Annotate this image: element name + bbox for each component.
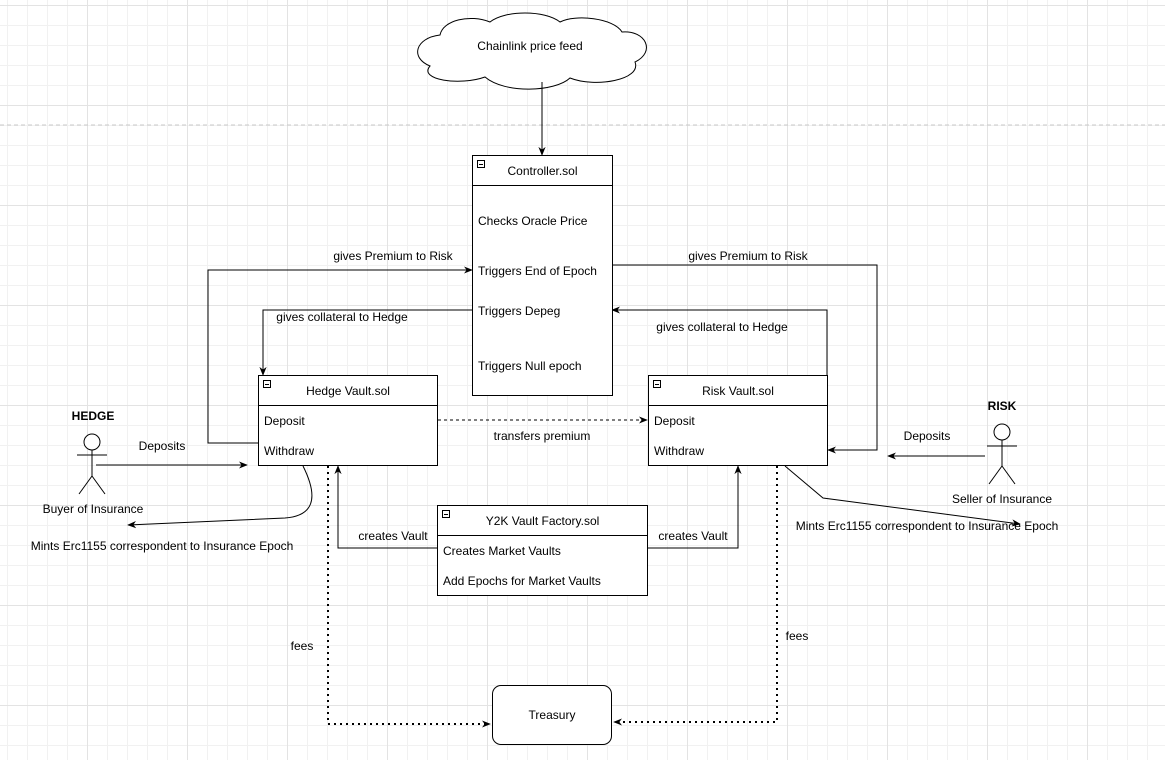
collapse-icon[interactable] xyxy=(653,380,661,388)
controller-row: Triggers Null epoch xyxy=(478,359,582,373)
controller-row: Checks Oracle Price xyxy=(478,214,588,228)
treasury-box[interactable]: Treasury xyxy=(492,685,612,745)
controller-row: Triggers End of Epoch xyxy=(478,264,597,278)
hedge-collateral-label: gives collateral to Hedge xyxy=(276,310,408,324)
hedge-premium-label: gives Premium to Risk xyxy=(333,249,453,263)
controller-box[interactable]: Controller.sol Checks Oracle Price Trigg… xyxy=(472,155,613,396)
factory-title: Y2K Vault Factory.sol xyxy=(485,513,600,528)
transfers-premium-label: transfers premium xyxy=(493,429,591,443)
hedge-create-vault-arrow xyxy=(334,465,437,549)
collapse-icon[interactable] xyxy=(477,160,485,168)
hedge-vault-row: Deposit xyxy=(264,414,305,428)
factory-header: Y2K Vault Factory.sol xyxy=(438,506,647,536)
risk-creates-vault-label: creates Vault xyxy=(658,529,728,543)
risk-premium-label: gives Premium to Risk xyxy=(688,249,808,263)
risk-actor-figure xyxy=(987,423,1017,485)
risk-collateral-arrow xyxy=(611,306,828,375)
hedge-deposits-label: Deposits xyxy=(138,439,186,453)
hedge-vault-title: Hedge Vault.sol xyxy=(306,383,390,398)
hedge-vault-row: Withdraw xyxy=(264,444,315,458)
controller-header: Controller.sol xyxy=(473,156,612,186)
risk-mints-label: Mints Erc1155 correspondent to Insurance… xyxy=(795,519,1059,533)
hedge-vault-box[interactable]: Hedge Vault.sol Deposit Withdraw xyxy=(258,375,438,466)
hedge-mints-label: Mints Erc1155 correspondent to Insurance… xyxy=(30,539,294,553)
hedge-actor-name: HEDGE xyxy=(71,409,115,423)
risk-fees-label: fees xyxy=(785,629,809,643)
hedge-actor-figure xyxy=(77,433,107,495)
collapse-icon[interactable] xyxy=(442,510,450,518)
collapse-icon[interactable] xyxy=(263,380,271,388)
risk-collateral-label: gives collateral to Hedge xyxy=(656,320,788,334)
hedge-collateral-arrow xyxy=(259,309,472,376)
factory-row: Add Epochs for Market Vaults xyxy=(443,574,601,588)
hedge-fees-label: fees xyxy=(290,639,314,653)
risk-vault-title: Risk Vault.sol xyxy=(702,383,774,398)
hedge-fees-arrow xyxy=(327,466,491,728)
risk-premium-arrow xyxy=(612,264,878,454)
cloud-shape xyxy=(417,12,647,90)
controller-title: Controller.sol xyxy=(507,163,578,178)
hedge-mint-arrow xyxy=(127,465,313,529)
hedge-creates-vault-label: creates Vault xyxy=(358,529,428,543)
risk-vault-row: Withdraw xyxy=(654,444,705,458)
controller-row: Triggers Depeg xyxy=(478,304,561,318)
risk-vault-box[interactable]: Risk Vault.sol Deposit Withdraw xyxy=(648,375,828,466)
treasury-label: Treasury xyxy=(528,708,576,722)
hedge-vault-header: Hedge Vault.sol xyxy=(259,376,437,406)
factory-row: Creates Market Vaults xyxy=(443,544,561,558)
risk-fees-arrow xyxy=(613,466,778,726)
risk-deposits-label: Deposits xyxy=(903,429,951,443)
factory-box[interactable]: Y2K Vault Factory.sol Creates Market Vau… xyxy=(437,505,648,596)
cloud-label: Chainlink price feed xyxy=(477,39,583,53)
hedge-premium-arrow xyxy=(207,266,473,444)
risk-create-vault-arrow xyxy=(647,465,742,549)
risk-actor-name: RISK xyxy=(987,399,1017,413)
risk-vault-row: Deposit xyxy=(654,414,695,428)
risk-actor-caption: Seller of Insurance xyxy=(951,492,1053,506)
risk-mint-arrow xyxy=(784,465,1021,527)
risk-vault-header: Risk Vault.sol xyxy=(649,376,827,406)
hedge-actor-caption: Buyer of Insurance xyxy=(42,502,144,516)
